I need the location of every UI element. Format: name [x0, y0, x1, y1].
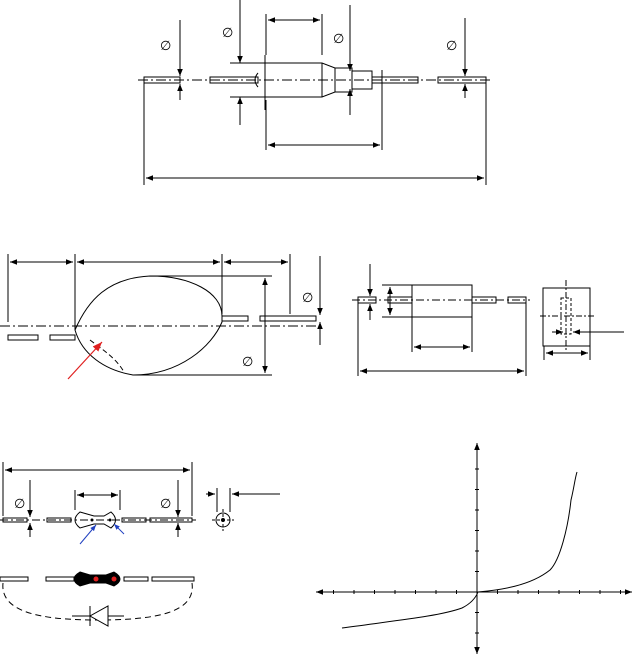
teardrop-component-view [0, 254, 323, 376]
lead-right-inner [221, 315, 249, 322]
red-leader-arrow [67, 341, 103, 380]
red-band [111, 576, 117, 582]
lead-right-inner [471, 296, 497, 304]
vi-characteristic-graph [316, 443, 632, 654]
characteristic-curve [341, 471, 578, 629]
lead-right [259, 315, 317, 322]
diameter-labels-view1: ∅ ∅ ∅ ∅ [160, 26, 457, 54]
lead-left [7, 334, 39, 341]
end-cap [254, 72, 259, 88]
lead-right [507, 296, 527, 304]
glass-diode-outline-view [0, 462, 280, 537]
lead-left-inner [49, 334, 76, 341]
diameter-symbol: ∅ [14, 497, 25, 512]
cylinder-body [411, 284, 473, 318]
lead-end [560, 297, 572, 335]
blue-leader-arrow [79, 524, 97, 545]
lead-left-inner [46, 517, 72, 523]
axial-component-view [138, 0, 492, 185]
cylinder-component-view [352, 264, 530, 376]
diode-symbol [88, 605, 109, 627]
lead-right [149, 517, 193, 523]
diameter-symbol: ∅ [222, 26, 233, 41]
diameter-labels-view5: ∅ ∅ [14, 497, 171, 512]
blue-leader-arrow [113, 523, 125, 535]
lead-right [151, 576, 195, 582]
diameter-symbol: ∅ [446, 39, 457, 54]
lead-right-inner [371, 76, 419, 84]
diameter-symbol: ∅ [160, 497, 171, 512]
diameter-symbol: ∅ [333, 32, 344, 47]
glass-diode-body-view [0, 571, 195, 627]
cylinder-end-view [540, 280, 624, 360]
axis-ticks [333, 468, 621, 634]
lead-left [0, 576, 29, 582]
diameter-labels-view2: ∅ ∅ [242, 291, 313, 370]
lead-left [143, 76, 181, 84]
diameter-symbol: ∅ [160, 39, 171, 54]
lead-left-inner [209, 76, 259, 84]
lead-left [2, 517, 28, 523]
lead-right-inner [123, 576, 149, 582]
diode-glass-body [74, 511, 116, 529]
diameter-symbol: ∅ [302, 291, 313, 306]
lead-right-inner [121, 517, 147, 523]
lead-left [357, 296, 377, 304]
lead-right [437, 76, 487, 84]
red-band [93, 576, 99, 582]
diameter-symbol: ∅ [242, 355, 253, 370]
lead-left-inner [45, 576, 75, 582]
